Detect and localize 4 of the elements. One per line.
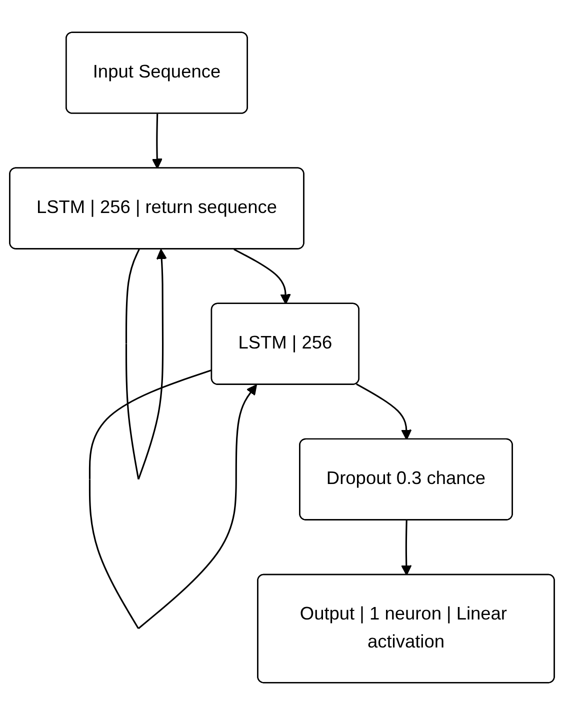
- arrow: [356, 383, 412, 440]
- arrow: [234, 248, 291, 304]
- arrow: [152, 114, 162, 169]
- arrow: [401, 520, 412, 576]
